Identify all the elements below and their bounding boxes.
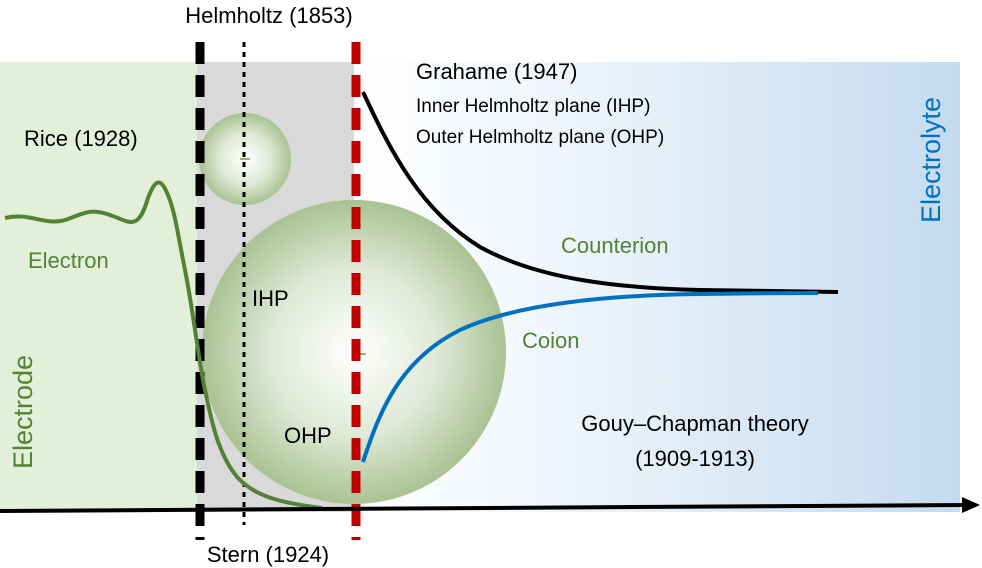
gouy-chapman-label: Gouy–Chapman theory (581, 411, 808, 436)
coion-curve (361, 291, 819, 463)
x-axis-arrowhead (962, 497, 980, 513)
electrode-label: Electrode (8, 355, 38, 469)
grahame-label: Grahame (1947) (416, 59, 577, 84)
ihp-label: IHP (252, 286, 289, 311)
coion-label: Coion (522, 328, 579, 353)
stern-label: Stern (1924) (207, 542, 329, 567)
electron-label: Electron (28, 248, 109, 273)
electron-curve (4, 180, 323, 510)
gouy-chapman-years-label: (1909-1913) (635, 446, 755, 471)
counterion-curve (361, 91, 839, 294)
ohp-full-label: Outer Helmholtz plane (OHP) (416, 127, 664, 148)
ihp-full-label: Inner Helmholtz plane (IHP) (416, 96, 650, 117)
x-axis (0, 503, 967, 513)
helmholtz-label: Helmholtz (1853) (185, 3, 353, 28)
electrolyte-label: Electrolyte (916, 97, 946, 223)
rice-label: Rice (1928) (24, 126, 138, 151)
electrode-region (0, 62, 197, 512)
counterion-label: Counterion (561, 233, 669, 258)
ohp-label: OHP (284, 423, 332, 448)
